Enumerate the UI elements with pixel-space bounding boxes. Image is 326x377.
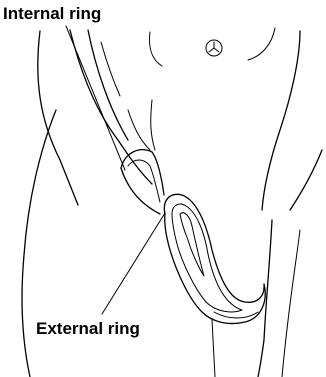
external-ring-pointer <box>102 213 165 314</box>
sac-base-line <box>214 312 258 318</box>
navel-inner <box>209 42 219 52</box>
sac-outer-outline <box>164 194 265 323</box>
upper-cord-line-2 <box>151 100 155 150</box>
internal-ring-label: Internal ring <box>3 4 101 23</box>
inguinal-canal <box>121 100 164 214</box>
sac-core <box>180 213 204 276</box>
sac-inner-outline <box>172 204 242 312</box>
abdomen-detail <box>150 28 276 66</box>
hernia-sac <box>164 194 265 323</box>
left-skin-fold <box>88 30 128 140</box>
label-pointers <box>66 26 165 314</box>
canal-outer-upper <box>121 150 164 195</box>
abdomen-contour-left <box>150 32 163 66</box>
abdomen-contour-right <box>248 28 275 60</box>
upper-cord-line-1 <box>128 110 150 150</box>
canal-inner-line <box>128 160 160 202</box>
right-flank-line <box>262 31 300 210</box>
right-outer-thigh-line <box>290 150 322 210</box>
canal-outer-lower <box>121 168 160 214</box>
right-body-outline <box>212 31 322 377</box>
external-ring-label: External ring <box>36 319 140 338</box>
right-lower-fold <box>282 230 300 377</box>
central-line <box>212 320 215 377</box>
left-flank-line <box>38 31 78 205</box>
